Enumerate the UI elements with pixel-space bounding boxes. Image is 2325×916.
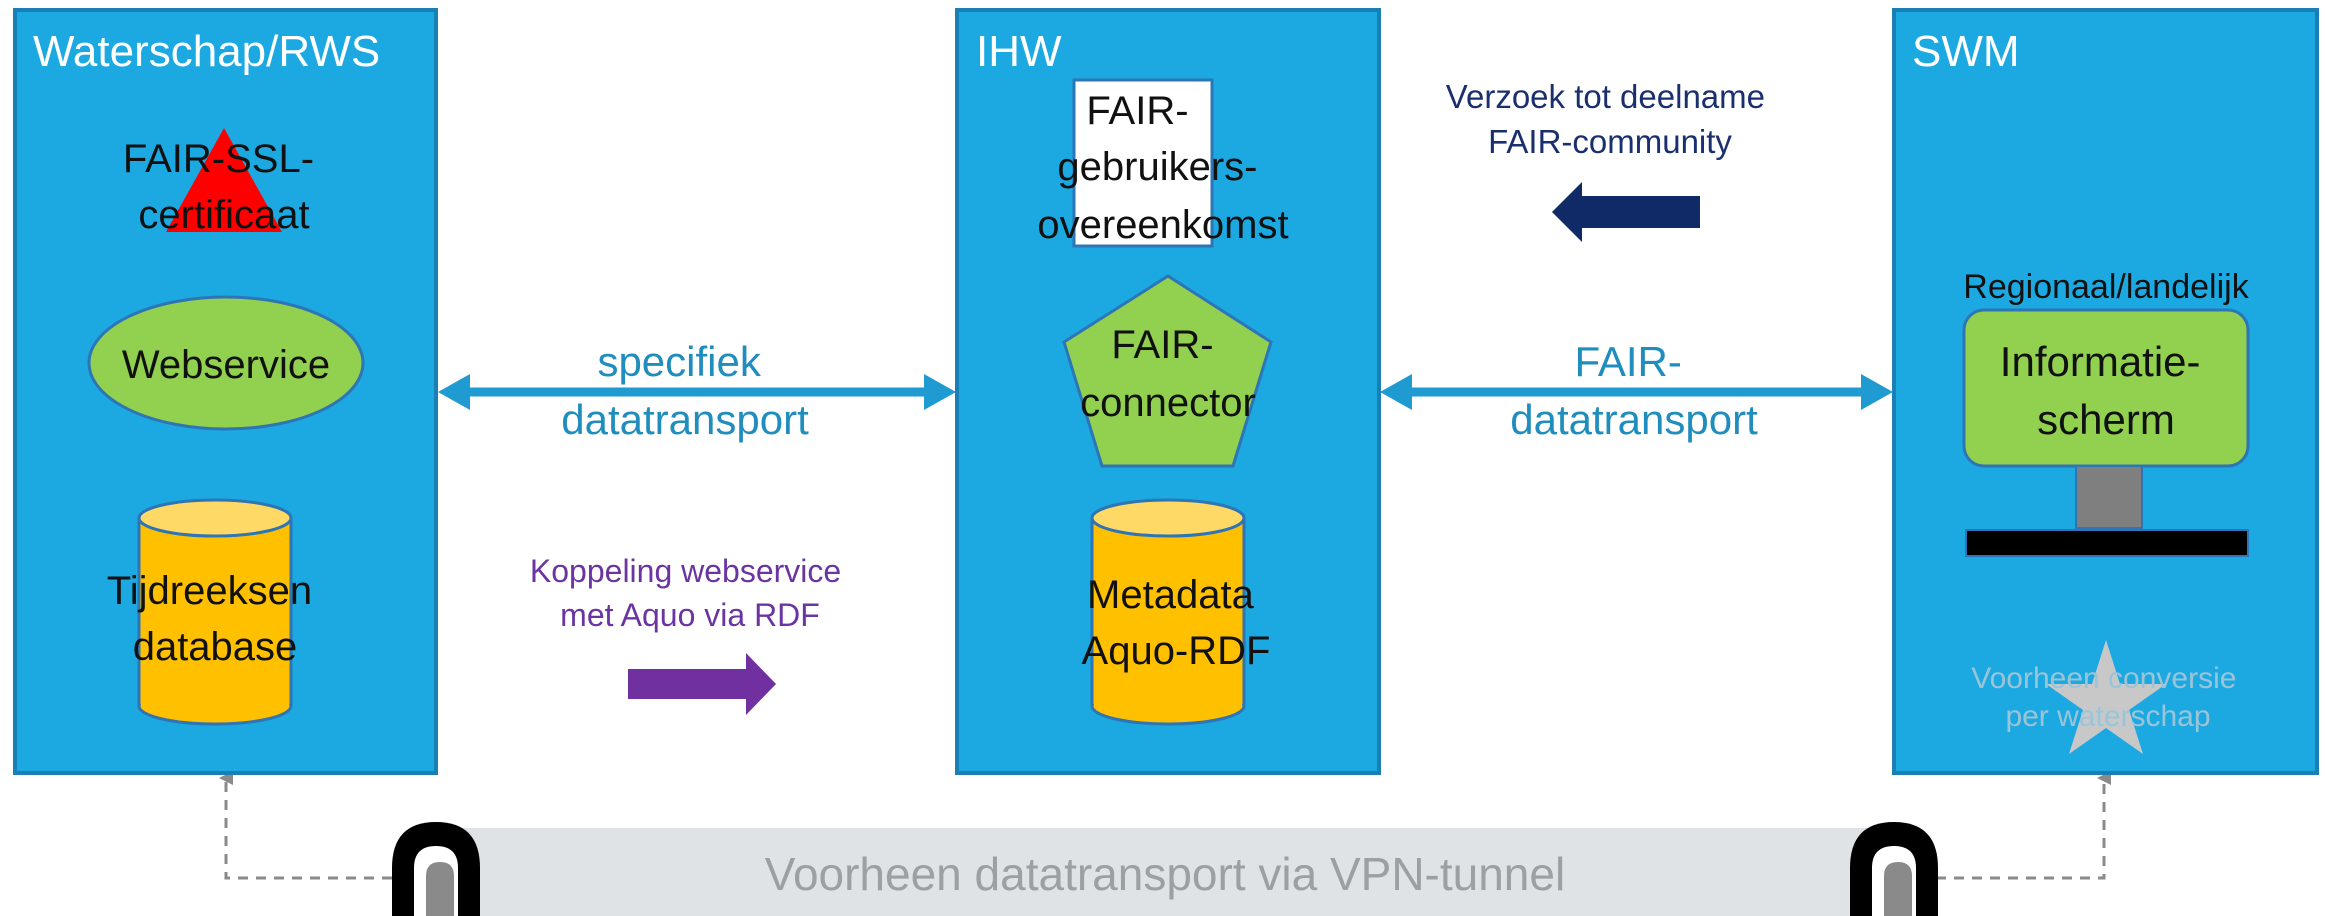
star-icon bbox=[2046, 640, 2166, 754]
coupling-label: Koppeling webservice met Aquo via RDF bbox=[530, 553, 850, 633]
specific-transport-arrowhead-left bbox=[438, 374, 470, 410]
specific-transport-arrowhead-right bbox=[924, 374, 956, 410]
vpn-tunnel-band bbox=[440, 828, 1890, 916]
agreement-document bbox=[1072, 78, 1214, 248]
fair-transport-label: FAIR- datatransport bbox=[1510, 338, 1758, 443]
vpn-tunnel-label: Voorheen datatransport via VPN-tunnel bbox=[765, 848, 1565, 900]
vpn-left-dashed-connector bbox=[219, 771, 392, 880]
coupling-arrow bbox=[628, 653, 776, 715]
fair-connector-pentagon bbox=[1062, 274, 1273, 468]
metadata-label: Metadata Aquo-RDF bbox=[1082, 573, 1271, 673]
information-screen-icon bbox=[1962, 308, 2250, 557]
information-screen-label: Informatie- scherm bbox=[2000, 338, 2212, 443]
timeseries-database-cylinder bbox=[137, 498, 293, 726]
warning-triangle-icon bbox=[166, 128, 282, 232]
specific-transport-label: specifiek datatransport bbox=[561, 338, 809, 443]
participation-request-label: Verzoek tot deelname FAIR-community bbox=[1446, 78, 1774, 160]
tunnel-right-icon bbox=[1850, 822, 1938, 916]
panel-ihw: IHW FAIR- gebruikers- overeenkomst FAIR-… bbox=[955, 8, 1381, 775]
fair-transport-arrowhead-left bbox=[1380, 374, 1412, 410]
regional-caption: Regionaal/landelijk bbox=[1963, 268, 2249, 306]
webservice-ellipse bbox=[87, 295, 365, 431]
agreement-label: FAIR- gebruikers- overeenkomst bbox=[1037, 89, 1288, 247]
database-label: Tijdreeksen database bbox=[107, 569, 323, 669]
metadata-cylinder bbox=[1090, 498, 1246, 726]
connector-label: FAIR- connector bbox=[1080, 323, 1256, 425]
panel-title-waterschap: Waterschap/RWS bbox=[33, 27, 380, 76]
certificate-label: FAIR-SSL- certificaat bbox=[123, 137, 325, 237]
webservice-label: Webservice bbox=[122, 343, 330, 387]
tunnel-left-icon bbox=[392, 822, 480, 916]
fair-transport-arrowhead-right bbox=[1861, 374, 1893, 410]
vpn-right-dashed-connector bbox=[1936, 771, 2111, 880]
participation-request-arrow bbox=[1552, 182, 1700, 242]
panel-swm: SWM Regionaal/landelijk Informatie- sche… bbox=[1892, 8, 2319, 775]
former-conversion-label: Voorheen conversie per waterschap bbox=[1971, 662, 2245, 733]
panel-waterschap: Waterschap/RWS FAIR-SSL- certificaat Web… bbox=[13, 8, 438, 775]
panel-title-swm: SWM bbox=[1912, 27, 2020, 76]
panel-title-ihw: IHW bbox=[976, 27, 1062, 76]
